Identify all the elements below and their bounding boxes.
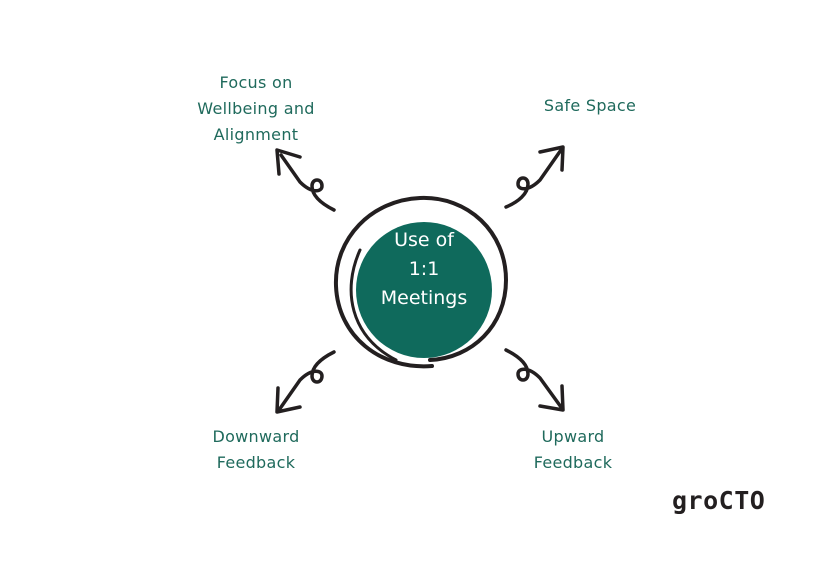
center-line-1: Use of bbox=[394, 229, 454, 251]
center-circle-inner-stroke bbox=[349, 248, 398, 362]
branch-label-bottom-right: Upward Feedback bbox=[513, 424, 633, 476]
branch-top-left-line-2: Wellbeing and bbox=[197, 99, 315, 118]
center-node-label: Use of 1:1 Meetings bbox=[366, 226, 482, 313]
branch-bottom-left-line-2: Feedback bbox=[216, 453, 296, 472]
branch-bottom-right-line-1: Upward bbox=[541, 427, 605, 446]
brand-logo: groCTO bbox=[672, 486, 766, 515]
arrow-bottom-left bbox=[275, 350, 336, 414]
arrow-top-right bbox=[504, 145, 565, 209]
branch-bottom-left-line-1: Downward bbox=[212, 427, 300, 446]
branch-label-bottom-left: Downward Feedback bbox=[196, 424, 316, 476]
branch-label-top-right: Safe Space bbox=[530, 93, 650, 119]
arrow-top-left bbox=[275, 148, 336, 212]
center-circle-fill bbox=[356, 222, 492, 358]
branch-top-left-line-1: Focus on bbox=[219, 73, 293, 92]
branch-top-left-line-3: Alignment bbox=[213, 125, 299, 144]
center-circle-outline bbox=[333, 195, 509, 369]
arrow-bottom-right bbox=[504, 348, 565, 412]
center-line-2: 1:1 bbox=[408, 258, 440, 280]
branch-bottom-right-line-2: Feedback bbox=[533, 453, 613, 472]
branch-label-top-left: Focus on Wellbeing and Alignment bbox=[186, 70, 326, 148]
center-line-3: Meetings bbox=[380, 287, 468, 309]
branch-top-right-line-1: Safe Space bbox=[543, 96, 637, 115]
